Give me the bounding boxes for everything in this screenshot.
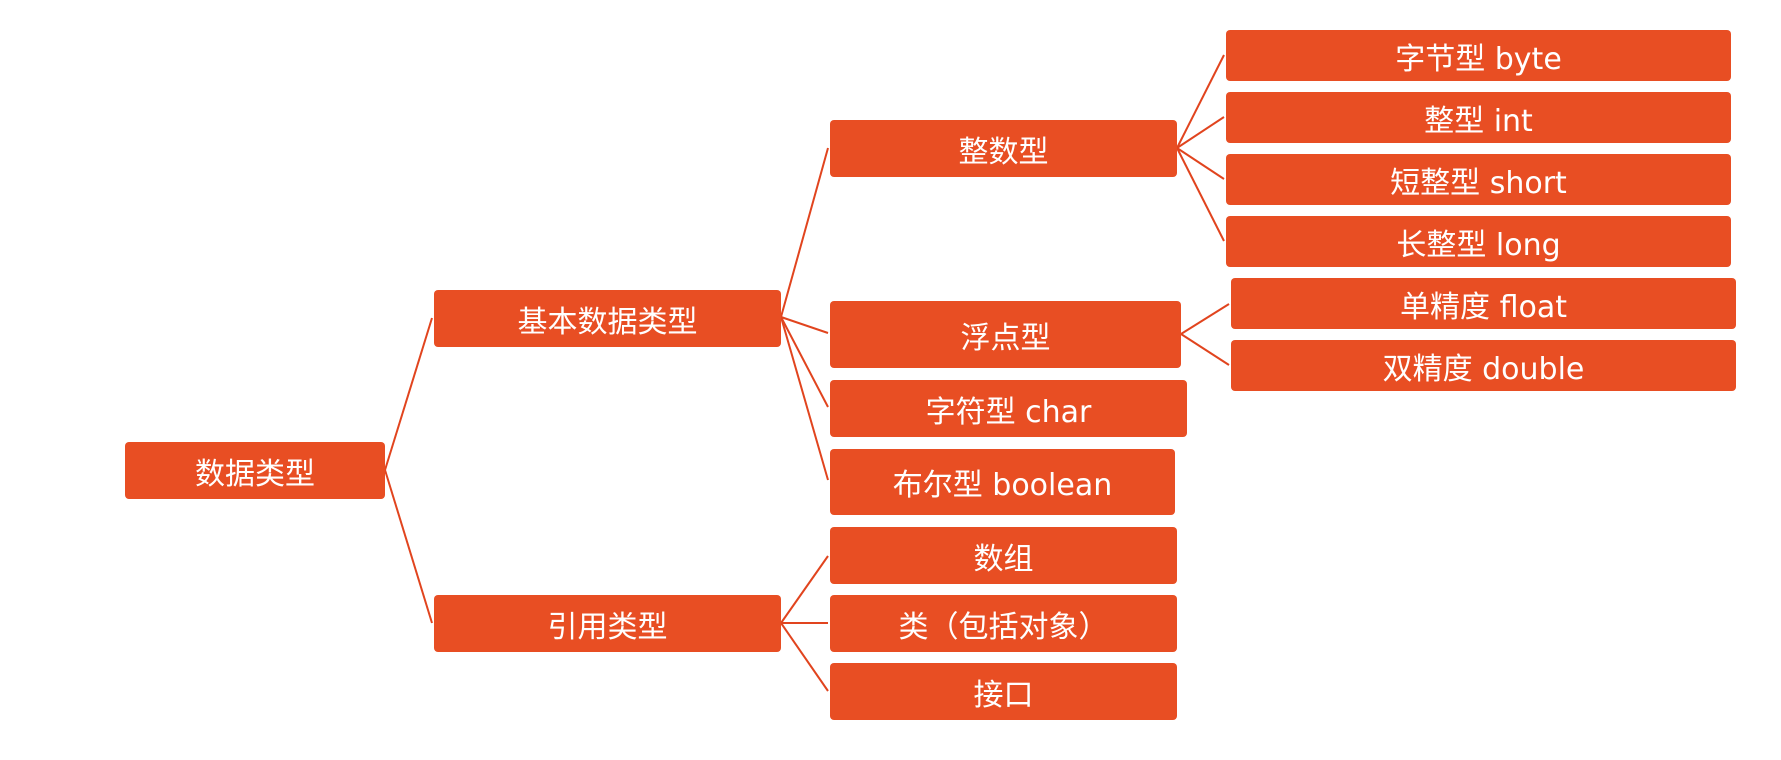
edge-integer-long xyxy=(1176,147,1225,242)
node-float-double: 双精度 double xyxy=(1231,340,1736,391)
node-float: 浮点型 xyxy=(830,301,1181,368)
edge-float-double xyxy=(1180,333,1230,366)
node-byte: 字节型 byte xyxy=(1226,30,1731,81)
edge-root-reference xyxy=(384,469,433,624)
edge-integer-short xyxy=(1176,147,1225,180)
node-integer: 整数型 xyxy=(830,120,1177,177)
node-root: 数据类型 xyxy=(125,442,385,499)
node-boolean: 布尔型 boolean xyxy=(830,449,1175,515)
node-array: 数组 xyxy=(830,527,1177,584)
node-int: 整型 int xyxy=(1226,92,1731,143)
edge-reference-array xyxy=(780,555,829,624)
edge-integer-int xyxy=(1176,116,1225,149)
edge-root-primitive xyxy=(384,317,433,471)
edge-primitive-boolean xyxy=(780,316,829,481)
edge-float-single xyxy=(1180,303,1230,335)
node-short: 短整型 short xyxy=(1226,154,1731,205)
edge-primitive-float xyxy=(780,316,829,334)
edge-primitive-char xyxy=(780,316,829,408)
node-long: 长整型 long xyxy=(1226,216,1731,267)
node-reference: 引用类型 xyxy=(434,595,781,652)
node-class: 类（包括对象） xyxy=(830,595,1177,652)
edge-integer-byte xyxy=(1176,54,1225,149)
edge-primitive-integer xyxy=(780,147,829,318)
node-float-single: 单精度 float xyxy=(1231,278,1736,329)
node-primitive: 基本数据类型 xyxy=(434,290,781,347)
edge-reference-interface xyxy=(780,622,829,692)
node-char: 字符型 char xyxy=(830,380,1187,437)
node-interface: 接口 xyxy=(830,663,1177,720)
